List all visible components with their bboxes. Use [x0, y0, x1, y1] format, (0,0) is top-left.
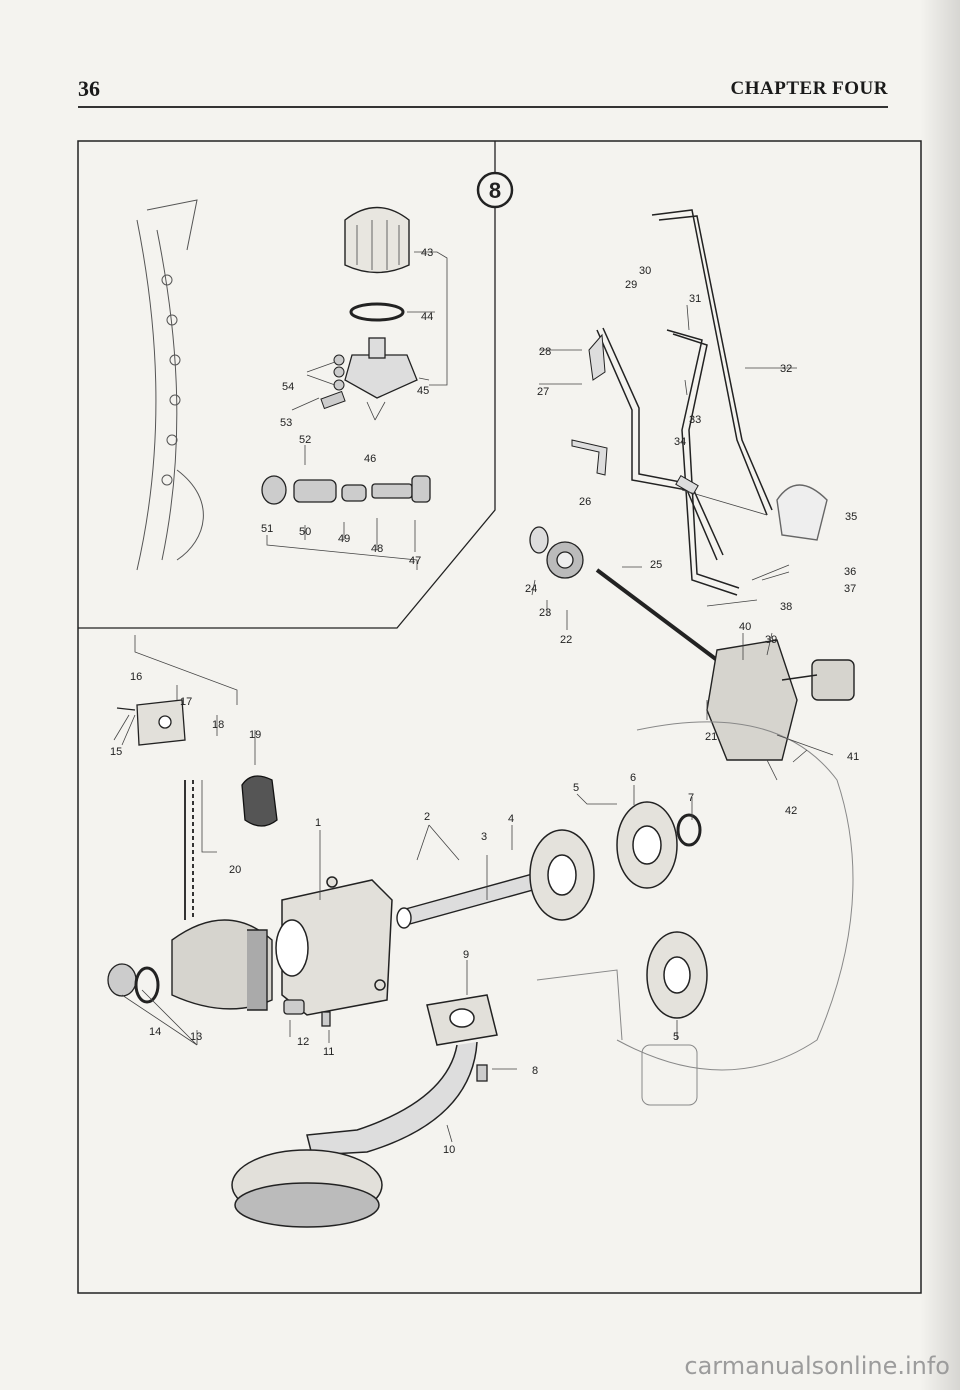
- callout-5-lower: 5: [673, 1031, 679, 1043]
- pipe-brackets: [571, 333, 699, 496]
- callout-5: 5: [573, 782, 579, 794]
- callout-27: 27: [537, 386, 549, 398]
- rotor-shaft: [396, 869, 552, 929]
- callout-29: 29: [625, 279, 637, 291]
- oil-pump-drive-shaft: [529, 526, 719, 662]
- callout-9: 9: [463, 949, 469, 961]
- callout-1: 1: [315, 817, 321, 829]
- pump-rotors: [529, 801, 708, 1019]
- exploded-parts-diagram: 8: [77, 140, 922, 1294]
- oil-pipes: [596, 209, 773, 596]
- page-binding-shadow: [920, 0, 960, 1390]
- oil-pickup-tube: [231, 994, 498, 1228]
- callout-10: 10: [443, 1144, 455, 1156]
- callout-53: 53: [280, 417, 292, 429]
- filter-nuts: [320, 354, 346, 410]
- callout-leader-lines: [113, 251, 834, 1143]
- callout-25: 25: [650, 559, 662, 571]
- figure-frame: [77, 140, 922, 1294]
- callout-46: 46: [364, 453, 376, 465]
- drain-fittings: [107, 963, 488, 1082]
- filter-seal-ring: [349, 302, 405, 322]
- oil-filter-bowl: [344, 206, 410, 274]
- callout-38: 38: [780, 601, 792, 613]
- engine-block-outline: [536, 721, 854, 1106]
- inset-divider: [78, 141, 496, 629]
- callout-15: 15: [110, 746, 122, 758]
- callout-7: 7: [688, 792, 694, 804]
- figure-badge-label: 8: [489, 178, 501, 203]
- callout-3: 3: [481, 831, 487, 843]
- callout-44: 44: [421, 311, 433, 323]
- callout-13: 13: [190, 1031, 202, 1043]
- chapter-title: CHAPTER FOUR: [730, 78, 888, 99]
- page-number: 36: [78, 76, 100, 101]
- callout-49: 49: [338, 533, 350, 545]
- timing-chain: [184, 780, 194, 920]
- callout-34: 34: [674, 436, 686, 448]
- callout-12: 12: [297, 1036, 309, 1048]
- callout-31: 31: [689, 293, 701, 305]
- callout-18: 18: [212, 719, 224, 731]
- callout-54: 54: [282, 381, 294, 393]
- callout-41: 41: [847, 751, 859, 763]
- filter-housing: [344, 337, 418, 399]
- callout-21: 21: [705, 731, 717, 743]
- callout-2: 2: [424, 811, 430, 823]
- callout-39: 39: [765, 634, 777, 646]
- callout-45: 45: [417, 385, 429, 397]
- watermark-text: carmanualsonline.info: [684, 1352, 950, 1380]
- callout-19: 19: [249, 729, 261, 741]
- header-rule: [78, 106, 888, 108]
- callout-16: 16: [130, 671, 142, 683]
- pressure-relief-block: [116, 699, 186, 746]
- callout-4: 4: [508, 813, 514, 825]
- callout-40: 40: [739, 621, 751, 633]
- callout-24: 24: [525, 583, 537, 595]
- callout-50: 50: [299, 526, 311, 538]
- pump-housing: [275, 876, 393, 1016]
- callout-35: 35: [845, 511, 857, 523]
- oil-union-fittings: [261, 475, 431, 505]
- relief-valve-cap: [241, 775, 278, 827]
- callout-30: 30: [639, 265, 651, 277]
- callout-51: 51: [261, 523, 273, 535]
- callout-8: 8: [532, 1065, 538, 1077]
- callout-6: 6: [630, 772, 636, 784]
- callout-47: 47: [409, 555, 421, 567]
- callout-36: 36: [844, 566, 856, 578]
- callout-labels: 1 2 3 4 5 6 7 8 9 10 11 12 13 14 15 16 1…: [110, 247, 859, 1156]
- callout-43: 43: [421, 247, 433, 259]
- callout-28: 28: [539, 346, 551, 358]
- timing-chain-cover-sketch: [136, 199, 204, 571]
- callout-33: 33: [689, 414, 701, 426]
- figure-badge: 8: [476, 171, 514, 209]
- callout-26: 26: [579, 496, 591, 508]
- callout-11: 11: [323, 1046, 334, 1058]
- callout-37: 37: [844, 583, 856, 595]
- callout-42: 42: [785, 805, 797, 817]
- callout-32: 32: [780, 363, 792, 375]
- pump-sprocket: [171, 919, 273, 1011]
- callout-48: 48: [371, 543, 383, 555]
- callout-23: 23: [539, 607, 551, 619]
- callout-52: 52: [299, 434, 311, 446]
- callout-22: 22: [560, 634, 572, 646]
- callout-20: 20: [229, 864, 241, 876]
- oil-pump-body-upper: [706, 484, 855, 761]
- callout-17: 17: [180, 696, 192, 708]
- callout-14: 14: [149, 1026, 161, 1038]
